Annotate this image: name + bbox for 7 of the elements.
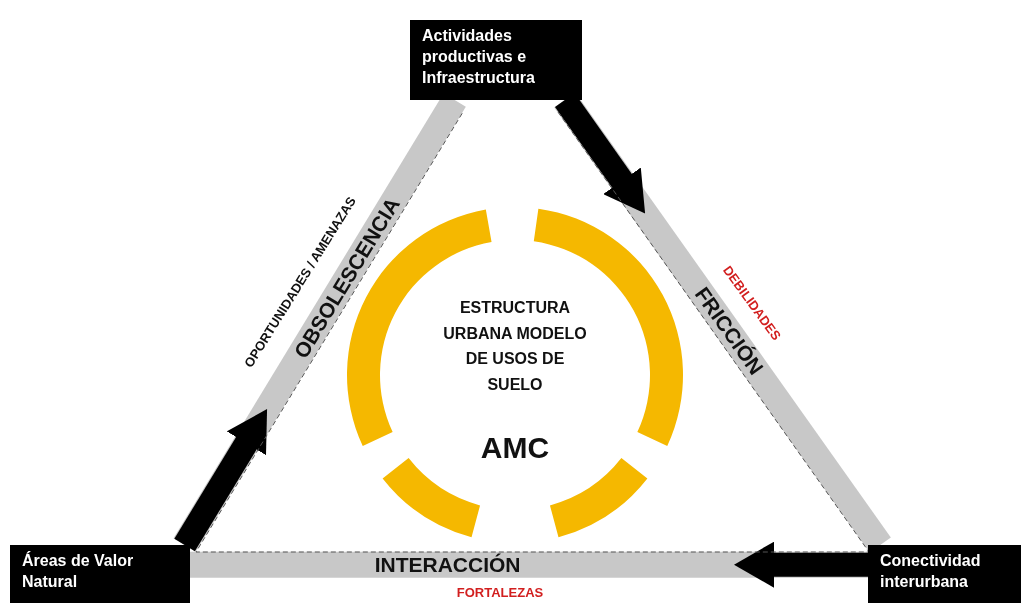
- center-text: ESTRUCTURA URBANA MODELO DE USOS DE SUELO: [442, 298, 588, 395]
- center-title: AMC: [479, 430, 551, 466]
- label-box: Actividades productivas e Infraestructura: [410, 20, 582, 100]
- edge-label: INTERACCIÓN: [374, 552, 521, 577]
- label-box: Conectividad interurbana: [868, 545, 1021, 603]
- side-note: FORTALEZAS: [456, 584, 544, 600]
- label-box: Áreas de Valor Natural: [10, 545, 190, 603]
